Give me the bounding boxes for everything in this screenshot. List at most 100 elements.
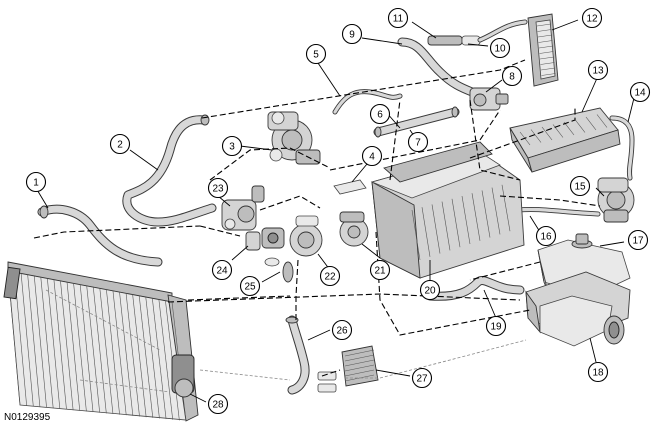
callout-number: 10 [494, 44, 506, 55]
callout-19: 19 [485, 315, 507, 337]
callout-number: 18 [592, 368, 604, 379]
callout-3: 3 [221, 135, 243, 157]
callout-circle [305, 43, 327, 65]
coolant-hose-19 [425, 276, 525, 301]
callout-circle [581, 7, 603, 29]
callout-circle [627, 229, 649, 251]
callout-number: 6 [377, 110, 383, 121]
turbocharger-left [267, 111, 321, 165]
coolant-pump-21 [339, 211, 369, 247]
coolant-hose-26 [285, 315, 310, 395]
callout-20: 20 [419, 279, 441, 301]
callout-17: 17 [627, 229, 649, 251]
callout-circle [489, 37, 511, 59]
callout-circle [331, 319, 353, 341]
coolant-flow-paths [33, 59, 601, 393]
callout-circle [569, 175, 591, 197]
callout-circle [369, 103, 391, 125]
callout-number: 3 [229, 142, 235, 153]
callout-number: 5 [313, 50, 319, 61]
callout-12: 12 [581, 7, 603, 29]
hose-connector-10-11 [427, 19, 528, 46]
callout-number: 8 [509, 72, 515, 83]
callout-circle [485, 315, 507, 337]
coolant-hose-9 [397, 37, 477, 97]
callout-28: 28 [207, 393, 229, 415]
bracket-4 [333, 179, 367, 195]
callout-number: 15 [574, 182, 586, 193]
callout-23: 23 [207, 177, 229, 199]
callout-number: 25 [244, 282, 256, 293]
callout-number: 4 [369, 152, 375, 163]
turbocharger-right [597, 177, 635, 223]
coolant-tube-6 [373, 106, 460, 138]
callout-number: 20 [424, 286, 436, 297]
callout-24: 24 [211, 259, 233, 281]
component-artwork [3, 13, 635, 422]
callout-circle [411, 367, 433, 389]
callout-number: 13 [592, 66, 604, 77]
callout-5: 5 [305, 43, 327, 65]
callout-18: 18 [587, 361, 609, 383]
callout-number: 14 [634, 88, 646, 99]
coolant-tube-16 [515, 206, 601, 217]
callout-6: 6 [369, 103, 391, 125]
callout-circle [369, 259, 391, 281]
callout-circle [419, 279, 441, 301]
callout-number: 24 [216, 266, 228, 277]
callout-number: 22 [324, 272, 336, 283]
coolant-outlet-8 [469, 87, 509, 111]
callout-number: 23 [212, 184, 224, 195]
coolant-tube-14 [609, 115, 635, 181]
callout-circle [221, 135, 243, 157]
coolant-heat-exchanger [527, 13, 559, 87]
callout-number: 27 [416, 374, 428, 385]
radiator-hose-upper [122, 114, 217, 227]
callout-number: 12 [586, 14, 598, 25]
callout-number: 16 [540, 232, 552, 243]
callout-21: 21 [369, 259, 391, 281]
callout-1: 1 [25, 171, 47, 193]
callout-circle [387, 7, 409, 29]
radiator [3, 261, 199, 422]
callout-circle [407, 131, 429, 153]
pump-housing-22 [289, 215, 323, 257]
callout-2: 2 [109, 133, 131, 155]
callout-circle [207, 177, 229, 199]
callout-16: 16 [535, 225, 557, 247]
oil-cooler [317, 345, 379, 393]
figure-reference-code: N0129395 [4, 412, 51, 423]
coolant-tube-5 [332, 89, 403, 115]
callout-circle [587, 361, 609, 383]
callout-number: 11 [393, 14, 404, 25]
callout-circle [341, 23, 363, 45]
callout-circle [535, 225, 557, 247]
callout-15: 15 [569, 175, 591, 197]
callout-number: 9 [349, 30, 355, 41]
thermostat-24 [245, 227, 285, 251]
callout-circle [319, 265, 341, 287]
callout-number: 28 [212, 400, 224, 411]
callout-circle [109, 133, 131, 155]
callout-circle [207, 393, 229, 415]
callout-9: 9 [341, 23, 363, 45]
air-cleaner-assembly [525, 271, 631, 347]
callout-number: 21 [374, 266, 386, 277]
callout-leaders [35, 19, 635, 403]
callout-26: 26 [331, 319, 353, 341]
callout-number: 19 [490, 322, 502, 333]
callout-circle [361, 145, 383, 167]
callout-8: 8 [501, 65, 523, 87]
callout-10: 10 [489, 37, 511, 59]
callout-circle [629, 81, 651, 103]
callout-number: 17 [632, 236, 644, 247]
callout-number: 26 [336, 326, 348, 337]
callout-circle [239, 275, 261, 297]
callout-circle [211, 259, 233, 281]
callout-22: 22 [319, 265, 341, 287]
callout-4: 4 [361, 145, 383, 167]
gasket-25 [264, 257, 294, 283]
callout-circle [501, 65, 523, 87]
